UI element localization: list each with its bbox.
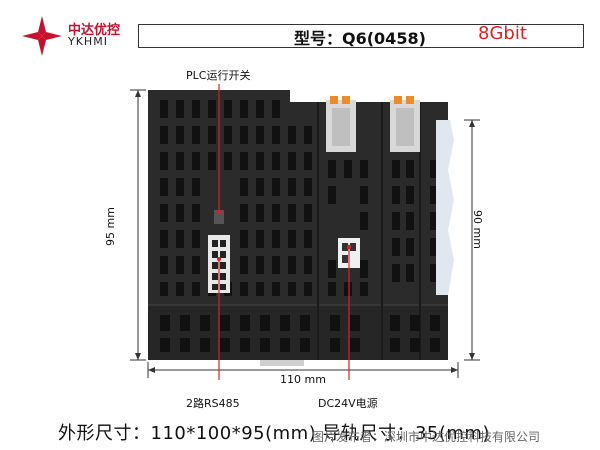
dc24v-label: DC24V电源 [318,397,378,410]
width-label: 110 mm [280,373,326,386]
height-left-label: 95 mm [104,207,117,246]
watermark: 图片发布者：深圳市中达优控科技有限公司 [312,430,541,444]
brand-name-cn: 中达优控 [68,23,121,38]
model-bit: 8Gbit [478,23,527,44]
plc-switch-label: PLC运行开关 [186,69,251,82]
dimensions-text: 外形尺寸：110*100*95(mm) 导轨尺寸：35(mm) [58,423,490,444]
rs485-label: 2路RS485 [186,397,240,410]
brand-logo-icon [22,16,62,56]
brand-name-en: YKHMI [68,35,108,48]
model-label: 型号：Q6(0458) [294,29,426,48]
height-right-label: 90 mm [471,210,484,249]
model-box [138,24,584,48]
device-image [130,84,480,380]
